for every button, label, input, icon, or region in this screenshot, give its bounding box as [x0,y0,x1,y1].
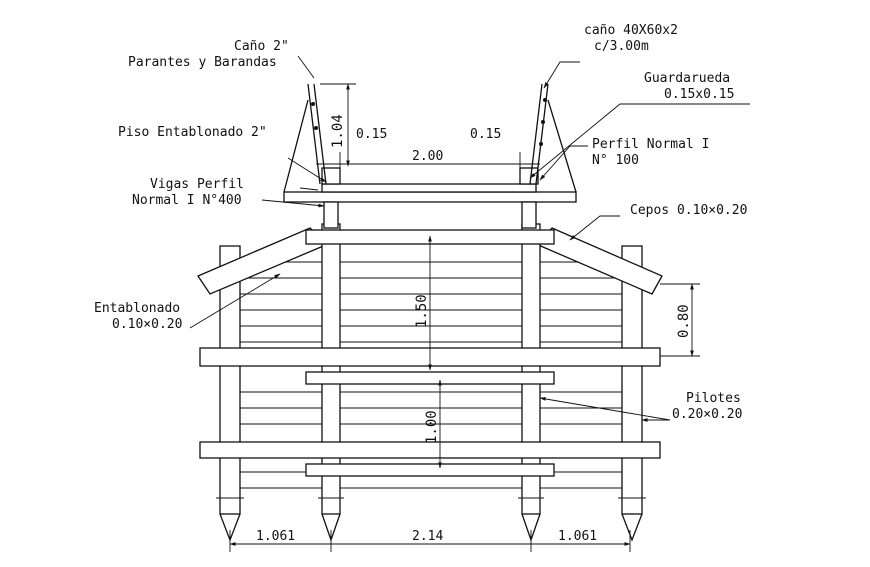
label-perfil-normal-line2: N° 100 [592,153,639,168]
dimension-lines [229,83,700,552]
label-entablonado-line1: Entablonado [94,301,180,316]
label-cepos: Cepos 0.10×0.20 [630,203,747,218]
label-cano-40-line1: caño 40X60x2 [584,23,678,38]
dim-upper-span: 1.50 [414,294,430,328]
vigas-perfil [283,191,577,229]
label-guardarueda-line2: 0.15x0.15 [664,87,734,102]
label-cano-2-line1: Caño 2" [234,39,289,54]
dim-rail-height: 1.04 [330,114,346,148]
sloped-board-right [534,227,663,295]
leader-lines [189,55,750,422]
dim-deck-width: 2.00 [412,149,443,164]
dim-guard-left: 0.15 [356,127,387,142]
label-guardarueda-line1: Guardarueda [644,71,730,86]
label-vigas-line2: Normal I N°400 [132,193,242,208]
dim-guard-right: 0.15 [470,127,501,142]
label-entablonado-line2: 0.10×0.20 [112,317,182,332]
label-pilotes-line2: 0.20×0.20 [672,407,742,422]
dim-pile-left: 1.061 [256,529,295,544]
label-pilotes-line1: Pilotes [686,391,741,406]
label-vigas-line1: Vigas Perfil [150,177,244,192]
dim-lower-span: 1.00 [424,410,440,444]
label-perfil-normal-line1: Perfil Normal I [592,137,709,152]
pile-outer-left [219,245,241,542]
dim-pile-right: 1.061 [558,529,597,544]
label-cano-40-line2: c/3.00m [594,39,649,54]
railing-right [529,83,577,193]
label-piso-entablonado: Piso Entablonado 2" [118,125,267,140]
label-cano-2-line2: Parantes y Barandas [128,55,277,70]
deck [321,167,539,193]
pile-outer-right [621,245,643,542]
dim-pile-center: 2.14 [412,529,443,544]
railing-left [283,83,327,193]
dim-brace-spacing: 0.80 [676,304,692,338]
